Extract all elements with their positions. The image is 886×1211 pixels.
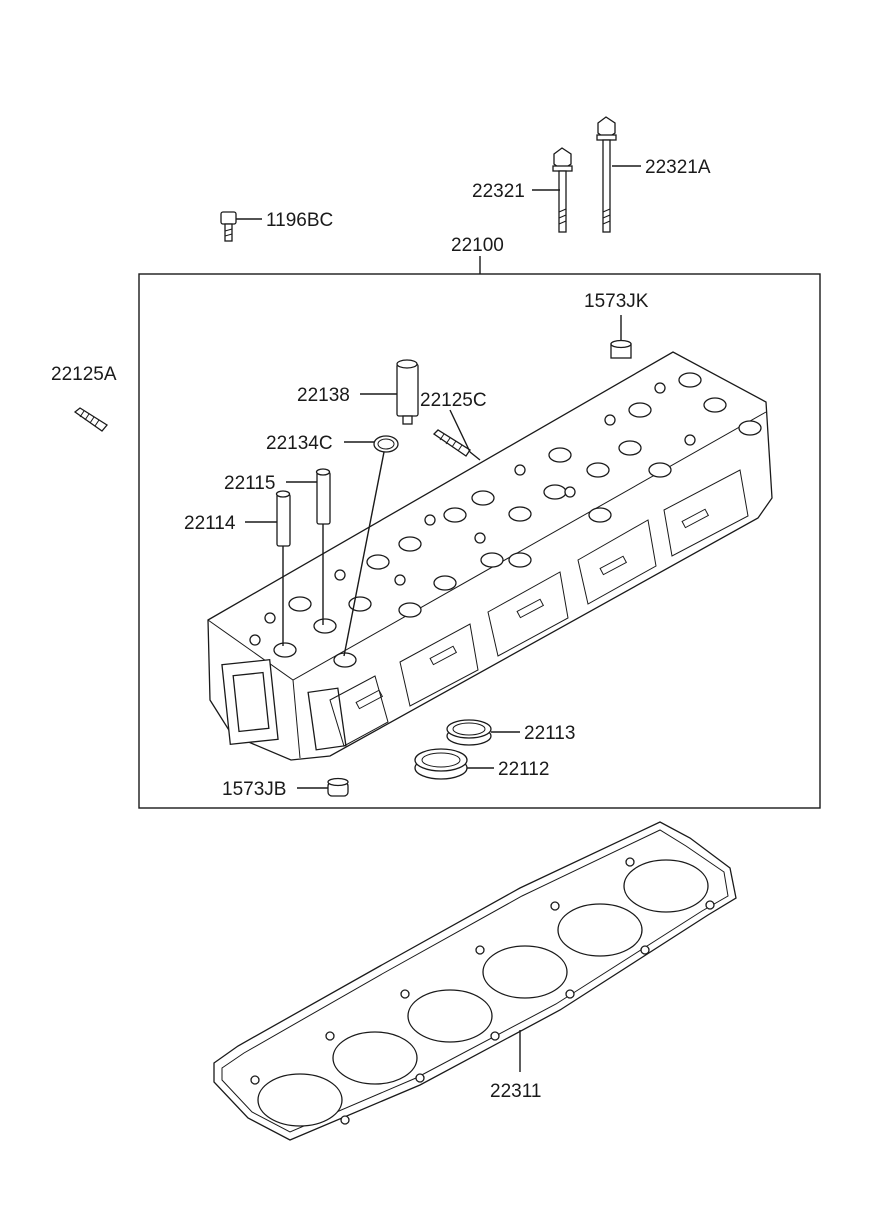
head-gasket-22311 — [213, 821, 737, 1141]
label-22125a: 22125A — [51, 364, 117, 385]
label-22321: 22321 — [472, 181, 525, 202]
label-22125c: 22125C — [420, 390, 487, 411]
label-1573jk: 1573JK — [584, 291, 649, 312]
guide-22115 — [315, 468, 331, 525]
plug-1573jk — [610, 339, 632, 359]
label-22115: 22115 — [224, 473, 275, 494]
label-22100: 22100 — [451, 235, 504, 256]
stud-22125c — [432, 429, 471, 457]
label-22113: 22113 — [524, 723, 575, 744]
label-1196bc: 1196BC — [266, 210, 333, 231]
bolt-1196bc — [220, 211, 237, 242]
guide-22114 — [275, 490, 291, 547]
bolt-22321 — [552, 147, 573, 233]
plug-1573jb — [327, 777, 349, 797]
sleeve-22138 — [396, 359, 419, 425]
cylinder-head — [207, 351, 773, 761]
label-1573jb: 1573JB — [222, 779, 286, 800]
label-22321a: 22321A — [645, 157, 711, 178]
seal-22112 — [414, 748, 468, 780]
label-22112: 22112 — [498, 759, 549, 780]
label-22134c: 22134C — [266, 433, 333, 454]
bolt-22321a — [596, 116, 617, 233]
label-22138: 22138 — [297, 385, 350, 406]
seal-22113 — [446, 719, 492, 746]
stud-22125a — [73, 407, 108, 432]
label-22311: 22311 — [490, 1081, 541, 1102]
o-ring-22134c — [373, 435, 399, 453]
label-22114: 22114 — [184, 513, 236, 534]
